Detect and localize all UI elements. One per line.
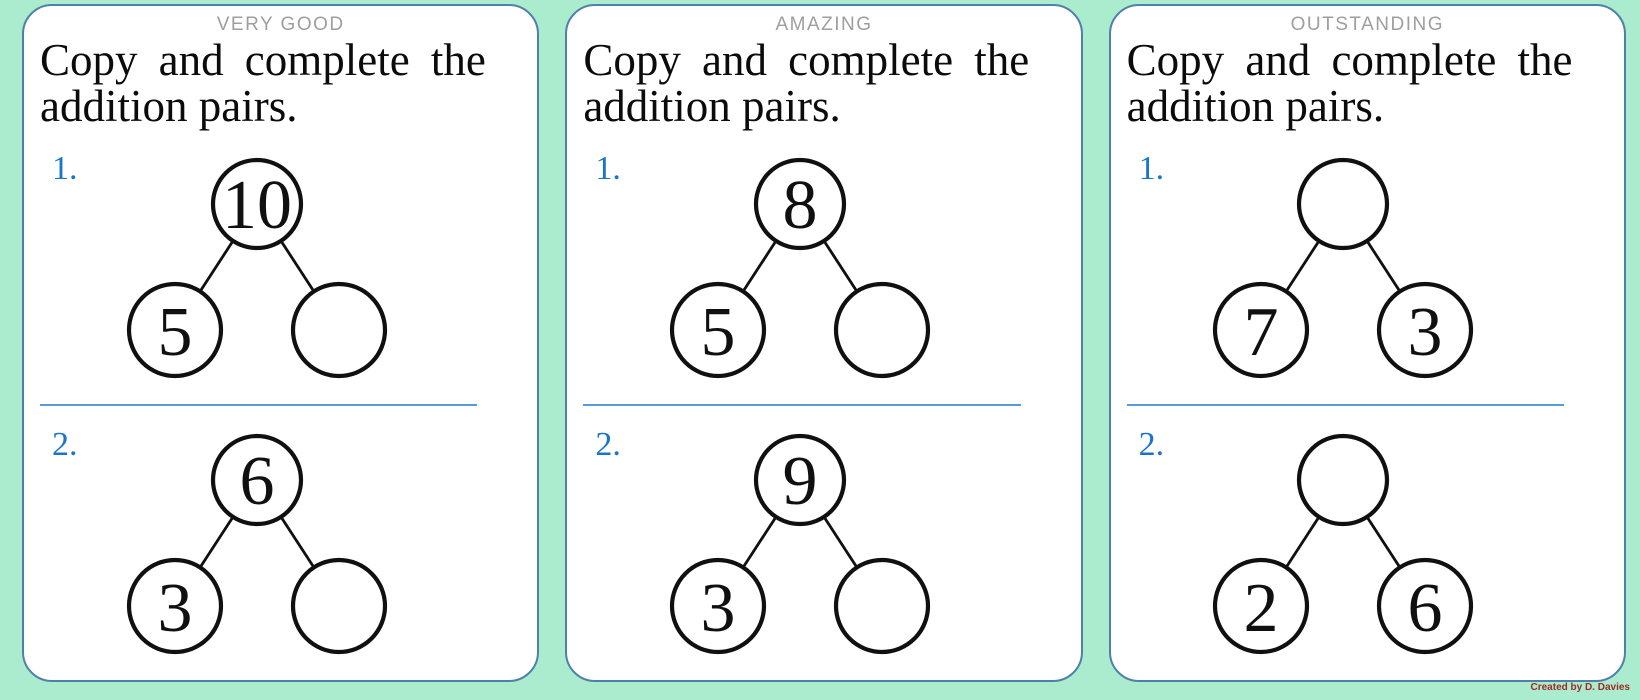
number-bond-diagram: 6 3: [126, 433, 387, 654]
part-left-circle: [669, 281, 767, 378]
credit-note: Created by D. Davies: [1530, 682, 1631, 693]
whole-value: 10: [222, 167, 292, 244]
part-left-value: 5: [700, 294, 735, 371]
part-right-circle: [290, 557, 387, 654]
card-difficulty-label: VERY GOOD: [216, 14, 345, 35]
card-title-line2: addition pairs.: [583, 80, 841, 131]
part-right-circle: [833, 281, 931, 378]
part-left-value: 5: [157, 294, 192, 371]
problem-block: 2. 6 3: [40, 427, 521, 658]
card-difficulty-label: OUTSTANDING: [1290, 14, 1444, 35]
problem-block: 2. 2 6: [1127, 427, 1608, 658]
problems-divider: [40, 403, 478, 406]
part-right-circle: [290, 281, 387, 378]
card-title: Copy and complete the addition pairs.: [40, 35, 486, 131]
problem-block: 1. 7 3: [1127, 151, 1608, 382]
card-title: Copy and complete the addition pairs.: [1126, 35, 1573, 131]
card-title-line1: Copy and complete the: [1126, 35, 1573, 85]
whole-circle: [753, 157, 847, 250]
part-right-circle: [1377, 281, 1474, 378]
number-bond-diagram: 9 3: [669, 433, 931, 654]
problem-number: 1.: [1138, 149, 1165, 187]
whole-circle: [210, 157, 303, 250]
card-title-line2: addition pairs.: [1126, 80, 1385, 131]
number-bond-diagram: 2 6: [1213, 433, 1474, 654]
worksheet-card-amazing: AMAZING Copy and complete the addition p…: [565, 4, 1083, 682]
problems-divider: [1126, 403, 1564, 406]
part-right-circle: [833, 557, 931, 654]
card-title-line2: addition pairs.: [40, 80, 298, 131]
number-bond-diagram: 8 5: [669, 157, 931, 378]
problem-block: 1. 8 5: [583, 151, 1064, 382]
part-left-circle: [126, 281, 223, 378]
whole-circle: [753, 433, 847, 526]
problem-block: 2. 9 3: [583, 427, 1064, 658]
part-left-value: 2: [1244, 570, 1279, 647]
number-bond-diagram: 7 3: [1213, 157, 1474, 378]
whole-value: 9: [782, 443, 817, 520]
part-left-value: 7: [1244, 294, 1279, 371]
worksheet-card-very-good: VERY GOOD Copy and complete the addition…: [22, 4, 540, 682]
whole-circle: [1297, 433, 1390, 526]
card-title: Copy and complete the addition pairs.: [583, 35, 1030, 131]
part-right-value: 3: [1408, 294, 1443, 371]
number-bond-diagram: 10 5: [126, 157, 387, 378]
whole-circle: [210, 433, 303, 526]
whole-circle: [1297, 157, 1390, 250]
part-right-circle: [1377, 557, 1474, 654]
part-left-value: 3: [700, 570, 735, 647]
card-title-line1: Copy and complete the: [583, 35, 1030, 85]
card-title-line1: Copy and complete the: [40, 35, 486, 85]
part-left-circle: [1213, 557, 1310, 654]
part-left-circle: [1213, 281, 1310, 378]
card-difficulty-label: AMAZING: [775, 14, 873, 35]
whole-value: 8: [782, 167, 817, 244]
part-left-circle: [669, 557, 767, 654]
problem-number: 2.: [595, 425, 621, 463]
problem-block: 1. 10 5: [40, 151, 521, 382]
problem-number: 2.: [52, 425, 78, 463]
problem-number: 1.: [52, 149, 78, 187]
part-right-value: 6: [1408, 570, 1443, 647]
problems-divider: [583, 403, 1021, 406]
part-left-value: 3: [157, 570, 192, 647]
worksheet-card-outstanding: OUTSTANDING Copy and complete the additi…: [1108, 4, 1626, 682]
problem-number: 1.: [595, 149, 621, 187]
whole-value: 6: [239, 443, 274, 520]
problem-number: 2.: [1138, 425, 1165, 463]
part-left-circle: [126, 557, 223, 654]
